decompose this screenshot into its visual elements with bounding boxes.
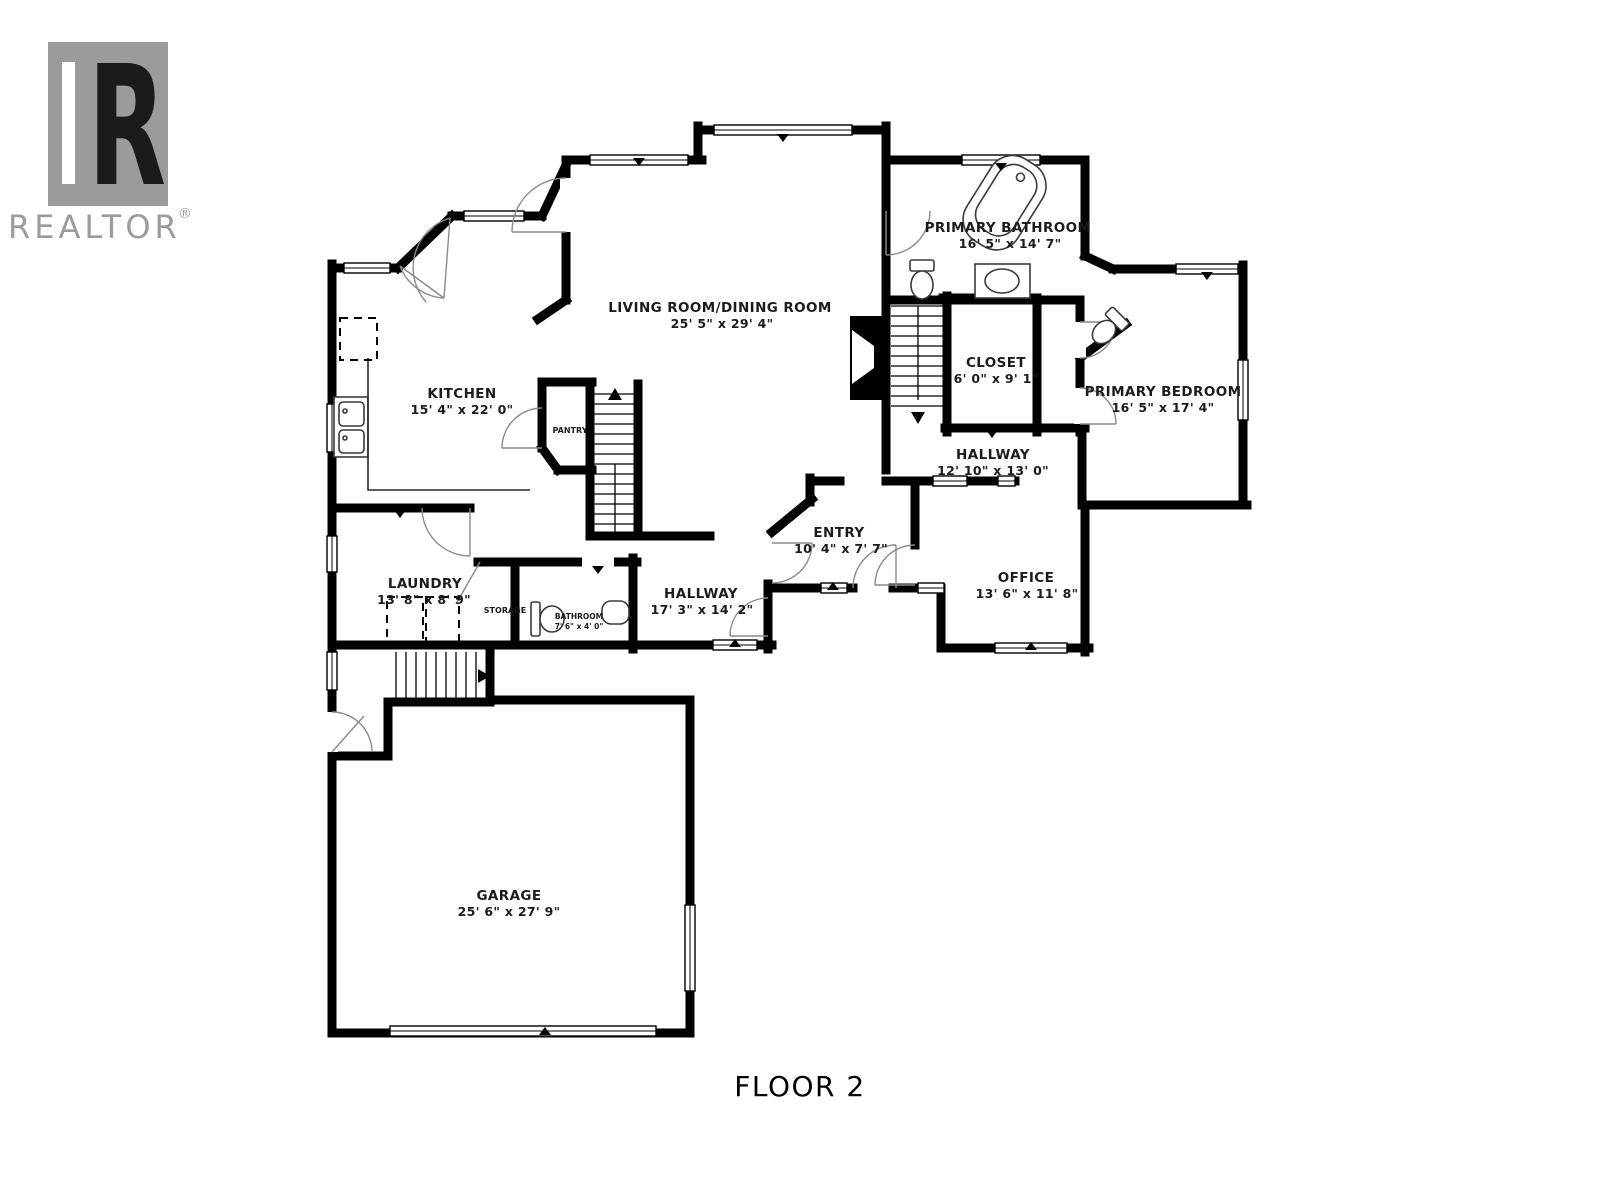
dryer xyxy=(425,596,460,645)
window xyxy=(932,475,968,487)
toilet-small-bath xyxy=(530,601,565,637)
room-label-garage-dims: 25' 6" x 27' 9" xyxy=(458,904,561,919)
sink-small-bath xyxy=(601,600,630,625)
room-label-living-dims: 25' 5" x 29' 4" xyxy=(671,316,774,331)
floor-title: FLOOR 2 xyxy=(734,1070,865,1103)
stairs-upper-right xyxy=(891,305,945,424)
room-label-office-dims: 13' 6" x 11' 8" xyxy=(976,586,1079,601)
window xyxy=(326,651,338,691)
room-label-primary-bathroom-dims: 16' 5" x 14' 7" xyxy=(959,236,1062,251)
room-label-hallway-lower-name: HALLWAY xyxy=(664,586,738,602)
toilet-corner xyxy=(1091,306,1130,345)
window xyxy=(326,535,338,573)
room-label-hallway-lower-dims: 17' 3" x 14' 2" xyxy=(651,602,754,617)
room-label-primary-bathroom-name: PRIMARY BATHROOM xyxy=(925,220,1092,236)
room-label-storage: STORAGE xyxy=(484,606,526,615)
window xyxy=(684,904,696,992)
room-label-entry-name: ENTRY xyxy=(813,525,864,541)
room-label-primary-bedroom-dims: 16' 5" x 17' 4" xyxy=(1112,400,1215,415)
room-label-pantry: PANTRY xyxy=(553,426,588,435)
realtor-logo: R REALTOR ® xyxy=(8,31,192,246)
room-labels: LIVING ROOM/DINING ROOM 25' 5" x 29' 4" … xyxy=(377,220,1241,919)
fireplace-opening xyxy=(852,330,874,384)
room-label-office-name: OFFICE xyxy=(998,570,1054,586)
room-label-laundry-name: LAUNDRY xyxy=(388,576,462,592)
room-label-hallway-upper-name: HALLWAY xyxy=(956,447,1030,463)
room-label-bathroom-name: BATHROOM xyxy=(555,612,603,621)
room-label-entry-dims: 10' 4" x 7' 7" xyxy=(794,541,888,556)
room-label-closet-name: CLOSET xyxy=(966,355,1026,371)
realtor-logo-r: R xyxy=(88,31,166,224)
window xyxy=(997,475,1016,487)
room-label-closet-dims: 6' 0" x 9' 1" xyxy=(954,371,1039,386)
room-label-primary-bedroom-name: PRIMARY BEDROOM xyxy=(1085,384,1242,400)
toilet xyxy=(909,259,935,300)
room-label-laundry-dims: 13' 8" x 8' 9" xyxy=(377,592,471,607)
vanity-sink xyxy=(974,263,1031,299)
doors xyxy=(331,177,1117,753)
stairs-center xyxy=(592,388,638,532)
realtor-registered-mark: ® xyxy=(178,206,192,222)
markers xyxy=(394,134,1213,1035)
room-label-garage-name: GARAGE xyxy=(476,888,541,904)
window xyxy=(343,262,391,274)
room-label-hallway-upper-dims: 12' 10" x 13' 0" xyxy=(937,463,1049,478)
room-label-kitchen-dims: 15' 4" x 22' 0" xyxy=(411,402,514,417)
door-openings xyxy=(326,178,1086,752)
window xyxy=(917,582,945,594)
room-label-kitchen-name: KITCHEN xyxy=(427,386,496,402)
realtor-logo-bar xyxy=(62,62,75,184)
room-label-bathroom-dims: 7' 6" x 4' 0" xyxy=(555,622,604,631)
room-label-living-name: LIVING ROOM/DINING ROOM xyxy=(608,300,832,316)
kitchen-counter xyxy=(367,358,530,491)
garage-door xyxy=(389,1025,657,1037)
refrigerator xyxy=(339,317,378,361)
washer xyxy=(386,596,424,645)
kitchen-sink xyxy=(333,396,369,458)
bathtub xyxy=(962,154,1047,251)
window xyxy=(713,124,853,136)
window xyxy=(1237,359,1249,421)
fixtures xyxy=(333,154,1130,645)
stairs-garage xyxy=(395,652,490,700)
realtor-logo-text: REALTOR xyxy=(8,208,181,246)
